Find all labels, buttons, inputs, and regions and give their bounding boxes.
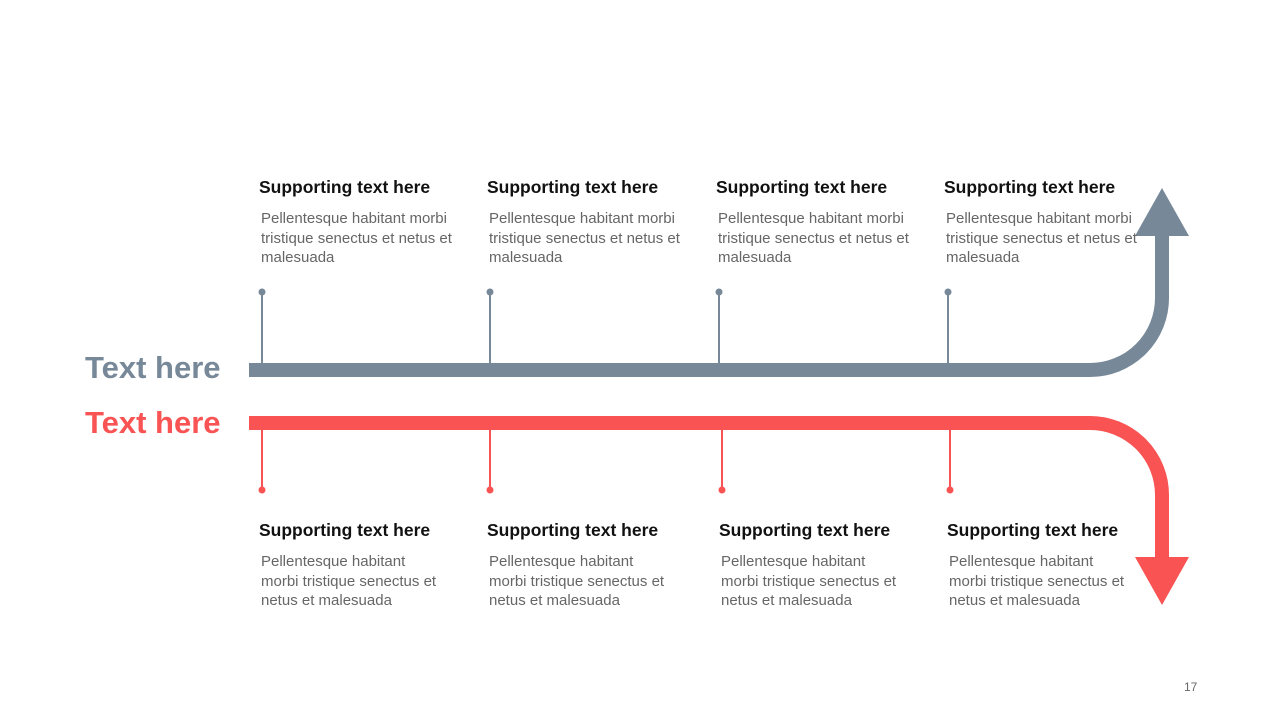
- bottom-card-4: Supporting text here Pellentesque habita…: [947, 519, 1152, 611]
- card-title: Supporting text here: [259, 520, 431, 540]
- bottom-track-line: [249, 416, 1169, 563]
- top-card-3: Supporting text here Pellentesque habita…: [716, 176, 921, 268]
- card-title: Supporting text here: [719, 520, 891, 540]
- bottom-track-arrowhead: [1135, 557, 1189, 605]
- bottom-connector-dot-4: [946, 486, 954, 494]
- top-track-arrowhead: [1135, 188, 1189, 236]
- top-card-1: Supporting text here Pellentesque habita…: [259, 176, 464, 268]
- card-title: Supporting text here: [944, 177, 1116, 197]
- top-connector-dot-1: [258, 288, 266, 296]
- bottom-card-2: Supporting text here Pellentesque habita…: [487, 519, 692, 611]
- top-connector-dot-2: [486, 288, 494, 296]
- card-title: Supporting text here: [716, 177, 888, 197]
- card-body: Pellentesque habitant morbi tristique se…: [489, 553, 665, 610]
- card-body: Pellentesque habitant morbi tristique se…: [261, 553, 437, 610]
- card-body: Pellentesque habitant morbi tristique se…: [489, 210, 680, 267]
- bottom-connector-dot-2: [486, 486, 494, 494]
- bottom-track-label: Text here: [85, 405, 221, 440]
- top-connector-dot-4: [944, 288, 952, 296]
- bottom-connector-dot-1: [258, 486, 266, 494]
- top-track-line: [249, 230, 1169, 377]
- top-connector-dot-3: [715, 288, 723, 296]
- bottom-connectors: [258, 429, 954, 494]
- top-card-4: Supporting text here Pellentesque habita…: [944, 176, 1149, 268]
- top-card-2: Supporting text here Pellentesque habita…: [487, 176, 692, 268]
- bottom-card-3: Supporting text here Pellentesque habita…: [719, 519, 924, 611]
- card-body: Pellentesque habitant morbi tristique se…: [949, 553, 1125, 610]
- top-connectors: [258, 288, 952, 364]
- card-title: Supporting text here: [947, 520, 1119, 540]
- bottom-card-1: Supporting text here Pellentesque habita…: [259, 519, 464, 611]
- card-body: Pellentesque habitant morbi tristique se…: [946, 210, 1137, 267]
- page-number: 17: [1184, 680, 1198, 694]
- bottom-connector-dot-3: [718, 486, 726, 494]
- card-title: Supporting text here: [487, 520, 659, 540]
- card-title: Supporting text here: [259, 177, 431, 197]
- top-track-label: Text here: [85, 350, 221, 385]
- card-body: Pellentesque habitant morbi tristique se…: [721, 553, 897, 610]
- card-body: Pellentesque habitant morbi tristique se…: [261, 210, 452, 267]
- card-body: Pellentesque habitant morbi tristique se…: [718, 210, 909, 267]
- card-title: Supporting text here: [487, 177, 659, 197]
